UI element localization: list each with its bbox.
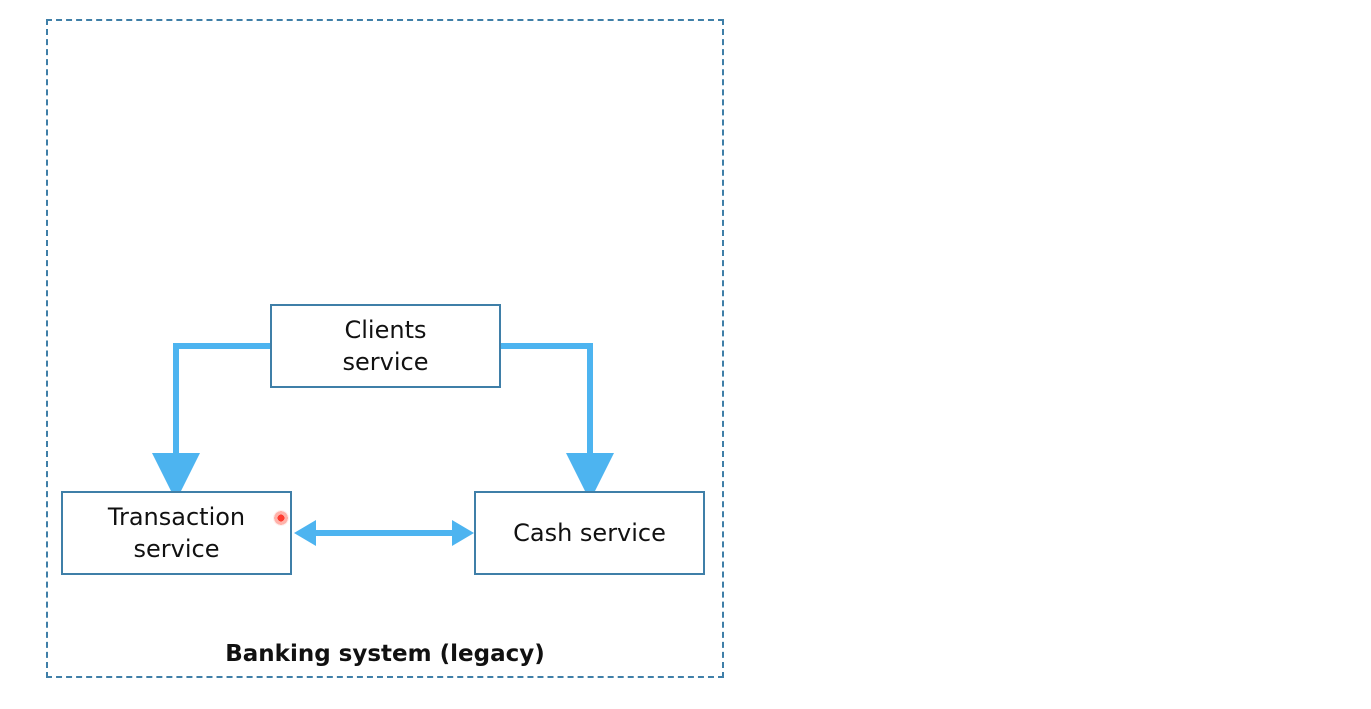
cash-service-node: Cash service	[474, 491, 705, 575]
cursor-icon	[273, 510, 289, 526]
transaction-service-node: Transaction service	[61, 491, 292, 575]
banking-system-label: Banking system (legacy)	[225, 641, 545, 667]
cash-service-label: Cash service	[513, 519, 666, 547]
transaction-service-label: Transaction service	[107, 503, 246, 563]
clients-service-label: Clients service	[342, 316, 429, 376]
clients-service-node: Clients service	[270, 304, 501, 388]
banking-system-container	[46, 19, 724, 678]
